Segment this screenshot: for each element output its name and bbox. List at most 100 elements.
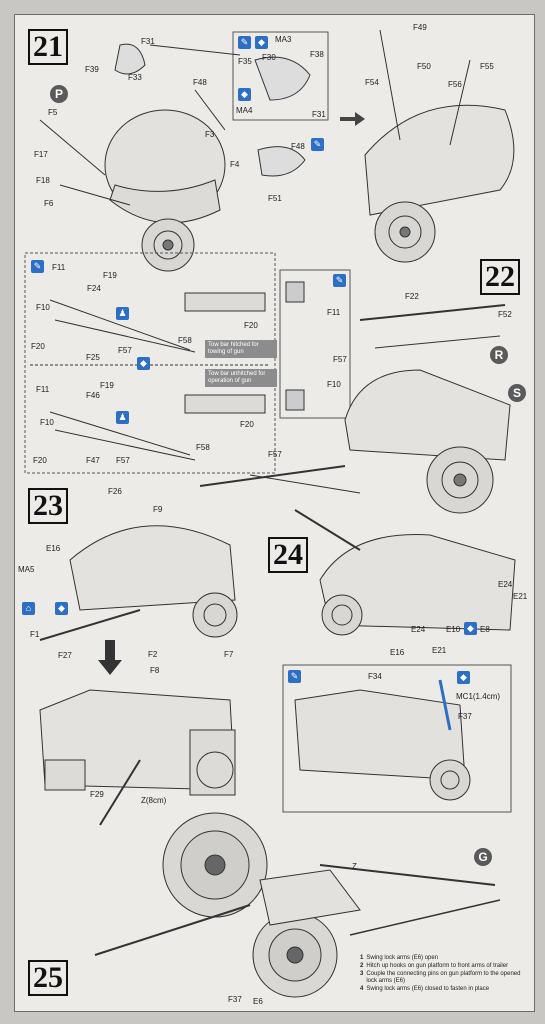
part-label: F49 — [413, 23, 427, 32]
part-label: E10 — [446, 625, 461, 634]
part-label: E24 — [498, 580, 513, 589]
part-label: MA5 — [18, 565, 35, 574]
paint-drop-icon: ◆ — [464, 622, 477, 635]
part-label: E24 — [411, 625, 426, 634]
part-label: MC1(1.4cm) — [456, 692, 501, 701]
part-label: E16 — [46, 544, 61, 553]
part-label: F48 — [193, 78, 207, 87]
part-label: F19 — [103, 271, 117, 280]
part-label: Z — [352, 862, 357, 871]
step-number-23: 23 — [28, 488, 68, 524]
part-label: F58 — [178, 336, 192, 345]
part-label: F10 — [40, 418, 54, 427]
paint-drop-icon: ◆ — [55, 602, 68, 615]
glue-icon: ✎ — [333, 274, 346, 287]
part-label: F7 — [224, 650, 234, 659]
part-label: F10 — [36, 303, 50, 312]
part-label: E21 — [513, 592, 528, 601]
part-label: F52 — [498, 310, 512, 319]
part-label: MA3 — [275, 35, 292, 44]
part-label: F4 — [230, 160, 240, 169]
part-label: F22 — [405, 292, 419, 301]
glue-icon: ✎ — [288, 670, 301, 683]
part-label: E16 — [390, 648, 405, 657]
part-label: F46 — [86, 391, 100, 400]
part-label: F57 — [118, 346, 132, 355]
part-label: F39 — [85, 65, 99, 74]
part-label: F57 — [268, 450, 282, 459]
part-label: F9 — [153, 505, 163, 514]
cement-icon: ⌂ — [22, 602, 35, 615]
note-hitched: Tow bar hitched for towing of gun — [205, 340, 277, 358]
paint-drop-icon: ◆ — [457, 671, 470, 684]
part-label: F58 — [196, 443, 210, 452]
symmetry-icon: ♟ — [116, 307, 129, 320]
part-label: F47 — [86, 456, 100, 465]
part-label: F33 — [128, 73, 142, 82]
callout-p: P — [50, 85, 68, 103]
paint-drop-icon: ◆ — [137, 357, 150, 370]
part-label: F17 — [34, 150, 48, 159]
part-label: F56 — [448, 80, 462, 89]
glue-icon: ✎ — [31, 260, 44, 273]
callout-g: G — [474, 848, 492, 866]
part-label: F20 — [33, 456, 47, 465]
paint-drop-icon: ◆ — [238, 88, 251, 101]
part-label: F54 — [365, 78, 379, 87]
part-label: F37 — [228, 995, 242, 1004]
part-label: F48 — [291, 142, 305, 151]
part-label: F35 — [238, 57, 252, 66]
step-number-22: 22 — [480, 259, 520, 295]
paint-drop-icon: ◆ — [255, 36, 268, 49]
part-label: F11 — [327, 308, 341, 317]
part-label: F27 — [58, 651, 72, 660]
part-label: F2 — [148, 650, 158, 659]
part-label: F1 — [30, 630, 40, 639]
part-label: F38 — [310, 50, 324, 59]
part-label: F11 — [36, 385, 50, 394]
part-label: F37 — [458, 712, 472, 721]
part-label: E21 — [432, 646, 447, 655]
part-label: F30 — [262, 53, 276, 62]
step-number-24: 24 — [268, 537, 308, 573]
part-label: F6 — [44, 199, 54, 208]
part-label: F25 — [86, 353, 100, 362]
callout-s: S — [508, 384, 526, 402]
part-label: E6 — [253, 997, 263, 1006]
callout-r: R — [490, 346, 508, 364]
part-label: F10 — [327, 380, 341, 389]
part-label: F57 — [333, 355, 347, 364]
part-label: F57 — [116, 456, 130, 465]
step-number-21: 21 — [28, 29, 68, 65]
part-label: F31 — [312, 110, 326, 119]
part-label: F8 — [150, 666, 160, 675]
part-label: F18 — [36, 176, 50, 185]
part-label: F11 — [52, 263, 66, 272]
part-label: MA4 — [236, 106, 253, 115]
part-label: E8 — [480, 625, 490, 634]
note-unhitched: Tow bar unhitched for operation of gun — [205, 369, 277, 387]
part-label: F50 — [417, 62, 431, 71]
part-label: F3 — [205, 130, 215, 139]
part-label: F34 — [368, 672, 382, 681]
part-label: F29 — [90, 790, 104, 799]
part-label: F31 — [141, 37, 155, 46]
part-label: F19 — [100, 381, 114, 390]
part-label: F20 — [240, 420, 254, 429]
part-label: F24 — [87, 284, 101, 293]
part-label: F20 — [31, 342, 45, 351]
glue-icon: ✎ — [238, 36, 251, 49]
step-number-25: 25 — [28, 960, 68, 996]
part-label: Z(8cm) — [141, 796, 167, 805]
part-label: F26 — [108, 487, 122, 496]
part-label: F20 — [244, 321, 258, 330]
part-label: F51 — [268, 194, 282, 203]
symmetry-icon: ♟ — [116, 411, 129, 424]
part-label: F5 — [48, 108, 58, 117]
